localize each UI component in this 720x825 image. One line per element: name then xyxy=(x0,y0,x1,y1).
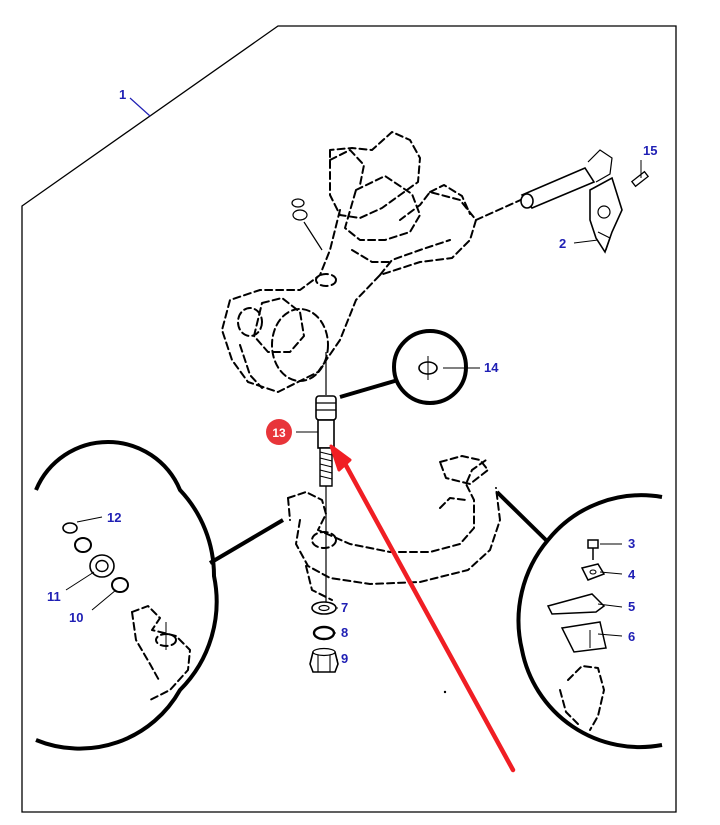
callout-13: 13 xyxy=(272,426,286,440)
cross-shaft xyxy=(520,149,613,209)
callout-12: 12 xyxy=(107,510,121,525)
detail-view-14 xyxy=(339,329,468,405)
callout-9: 9 xyxy=(341,651,348,666)
pin-part-13 xyxy=(315,395,337,487)
callout-14: 14 xyxy=(484,360,499,375)
bolt-part-3 xyxy=(587,539,599,560)
callout-3: 3 xyxy=(628,536,635,551)
diagram-frame xyxy=(21,25,677,813)
detail-view-left xyxy=(34,440,285,751)
bracket-part-2 xyxy=(589,176,623,254)
callout-7: 7 xyxy=(341,600,348,615)
callout-10: 10 xyxy=(69,610,83,625)
plate-part-6 xyxy=(560,621,607,653)
pin-part-15 xyxy=(630,170,650,188)
lock-washer-part-8 xyxy=(312,625,336,641)
callout-5: 5 xyxy=(628,599,635,614)
callout-4: 4 xyxy=(628,567,636,582)
callout-1: 1 xyxy=(119,87,126,102)
callout-2: 2 xyxy=(559,236,566,251)
callout-6: 6 xyxy=(628,629,635,644)
nut-part-9 xyxy=(309,647,339,673)
callout-15: 15 xyxy=(643,143,657,158)
callout-8: 8 xyxy=(341,625,348,640)
highlight-badge xyxy=(266,419,292,445)
washer-part-4 xyxy=(580,563,606,581)
lift-arm-housing xyxy=(221,131,526,393)
lower-link-arm xyxy=(287,455,501,601)
washer-part-10 xyxy=(111,577,129,593)
highlight-arrow xyxy=(329,444,516,773)
plate-part-5 xyxy=(546,593,606,615)
snap-ring-top xyxy=(291,198,323,251)
callout-leaders xyxy=(65,160,642,661)
washer-part-7 xyxy=(311,601,337,615)
leader-line-1 xyxy=(129,97,151,117)
callout-11: 11 xyxy=(47,589,61,604)
bushing-part-11 xyxy=(89,554,115,578)
snap-ring-part-12 xyxy=(62,522,78,534)
stray-dot xyxy=(443,690,447,694)
detail-view-right xyxy=(495,490,663,749)
